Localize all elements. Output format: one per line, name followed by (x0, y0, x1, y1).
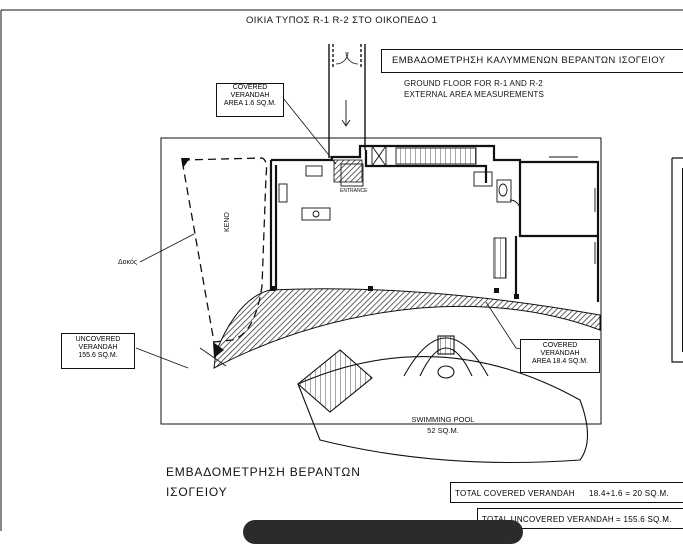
covered-large-line-1: COVERED (542, 342, 578, 349)
pool-area: 52 SQ.M. (427, 426, 459, 435)
house-walls (269, 144, 600, 302)
uncovered-line-2: VERANDAH (78, 344, 118, 351)
covered-verandah-small-label: COVERED VERANDAH AREA 1.6 SQ.M. (216, 83, 284, 117)
covered-verandah-large-area (213, 288, 601, 369)
total-uncovered-value: = 155.6 SQ.M. (616, 515, 672, 524)
footer-title-line-1: ΕΜΒΑΔΟΜΕΤΡΗΣΗ ΒΕΡΑΝΤΩΝ (166, 465, 361, 479)
subtitle-text: ΕΜΒΑΔΟΜΕΤΡΗΣΗ ΚΑΛΥΜΜΕΝΩΝ ΒΕΡΑΝΤΩΝ ΙΣΟΓΕΙ… (392, 55, 666, 66)
covered-small-line-1: COVERED (232, 84, 268, 91)
adjacent-plan-frame (671, 157, 683, 363)
totals-row-covered: TOTAL COVERED VERANDAH 18.4+1.6 = 20 SQ.… (450, 482, 683, 503)
covered-small-line-3: AREA 1.6 SQ.M. (223, 100, 277, 107)
leader-covered-small (282, 97, 337, 165)
columns (270, 286, 519, 299)
pool-label: SWIMMING POOL 52 SQ.M. (398, 414, 488, 436)
beam-marker-top (181, 158, 190, 168)
uncovered-line-1: UNCOVERED (75, 336, 121, 343)
entrance-corridor (328, 44, 366, 158)
covered-verandah-small-area (333, 159, 363, 183)
uncovered-verandah-outline (181, 157, 268, 343)
footer-title-line-2: ΙΣΟΓΕΙΟΥ (166, 485, 228, 499)
sheet-title: ΟΙΚΙΑ ΤΥΠΟΣ R-1 R-2 ΣΤΟ ΟΙΚΟΠΕΔΟ 1 (246, 15, 438, 26)
note-line-2: EXTERNAL AREA MEASUREMENTS (404, 90, 545, 99)
plot-boundary (160, 137, 602, 425)
pool-name: SWIMMING POOL (411, 415, 475, 424)
total-covered-value: 18.4+1.6 = 20 SQ.M. (589, 489, 669, 498)
uncovered-verandah-label: UNCOVERED VERANDAH 155.6 SQ.M. (61, 333, 135, 369)
sheet-frame (0, 9, 683, 531)
uncovered-line-3: 155.6 SQ.M. (78, 352, 118, 359)
total-uncovered-label: TOTAL UNCOVERED VERANDAH (482, 515, 614, 524)
covered-large-line-2: VERANDAH (540, 350, 580, 357)
keno-label: KENO (224, 212, 231, 232)
covered-verandah-large-label: COVERED VERANDAH AREA 18.4 SQ.M. (520, 339, 600, 373)
beam-label: Δοκός (118, 259, 138, 266)
floor-plan-drawing (0, 9, 683, 531)
totals-row-uncovered: TOTAL UNCOVERED VERANDAH = 155.6 SQ.M. (477, 508, 683, 529)
note-line-1: GROUND FLOOR FOR R-1 AND R-2 (404, 79, 543, 88)
subtitle-box: ΕΜΒΑΔΟΜΕΤΡΗΣΗ ΚΑΛΥΜΜΕΝΩΝ ΒΕΡΑΝΤΩΝ ΙΣΟΓΕΙ… (381, 49, 683, 73)
covered-small-line-2: VERANDAH (230, 92, 270, 99)
total-covered-label: TOTAL COVERED VERANDAH (455, 489, 575, 498)
swimming-pool (297, 335, 588, 464)
covered-large-line-3: AREA 18.4 SQ.M. (531, 358, 589, 365)
entrance-label: ENTRANCE (340, 188, 368, 194)
bottom-overlay-bar (243, 520, 523, 544)
